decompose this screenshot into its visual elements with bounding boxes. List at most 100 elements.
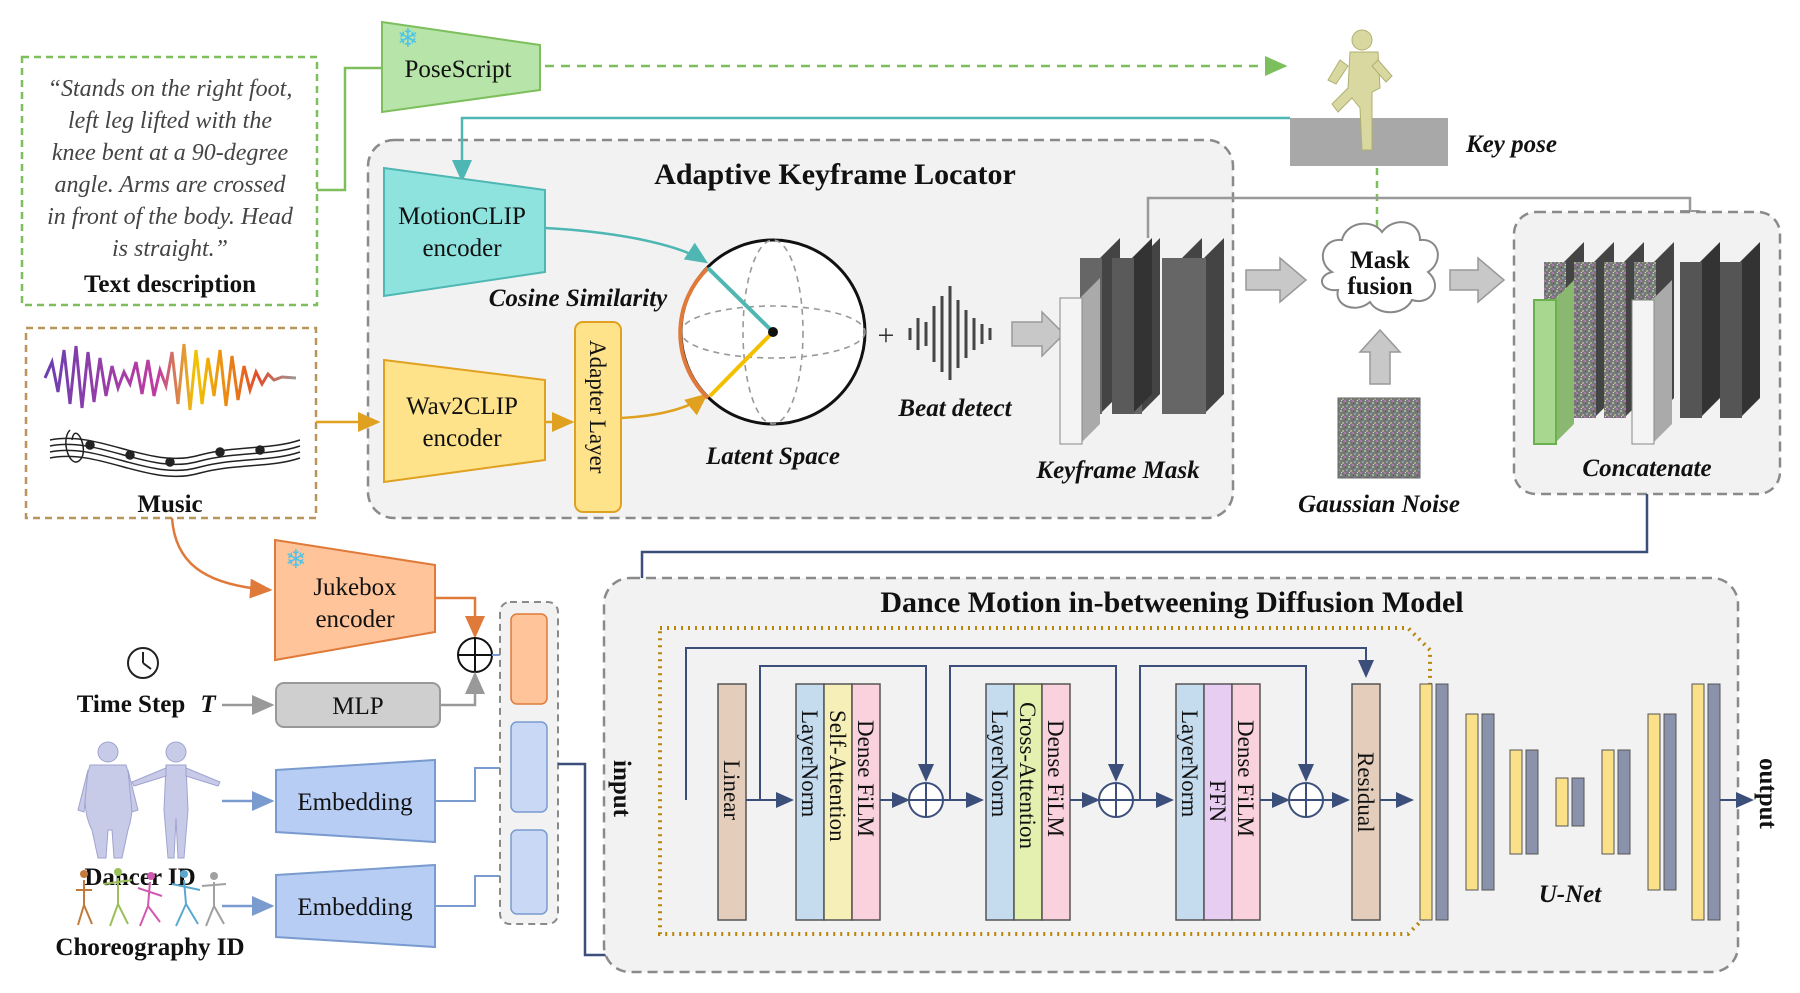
text-description-box: “Stands on the right foot, left leg lift… — [20, 55, 319, 307]
ffn-block: LayerNorm FFN Dense FiLM — [1175, 683, 1261, 921]
skip-1 — [759, 665, 934, 800]
jukebox-label-2: encoder — [315, 606, 395, 633]
block-arrow — [1449, 256, 1506, 304]
adapter-label: Adapter Layer — [585, 340, 610, 474]
jukebox-label-1: Jukebox — [313, 574, 397, 601]
block-arrow — [1245, 256, 1308, 304]
motionclip-label-2: encoder — [422, 235, 502, 262]
music-to-jukebox — [170, 517, 273, 599]
dense-film-label: Dense FiLM — [853, 720, 878, 837]
time-step-symbol: T — [200, 691, 217, 718]
embedding-block-2: Embedding — [275, 863, 436, 949]
music-notes-icon — [49, 429, 301, 478]
jukebox-encoder: ❄ Jukebox encoder — [274, 538, 436, 662]
unet: U-Net — [1419, 683, 1721, 921]
motionclip-label-1: MotionCLIP — [398, 203, 526, 230]
music-label: Music — [137, 491, 202, 518]
choreography-figures — [76, 868, 227, 927]
dancer-figures — [77, 741, 221, 859]
text-line: “Stands on the right foot, — [48, 76, 293, 102]
input-label: input — [608, 760, 635, 818]
embedding-block-1: Embedding — [275, 758, 436, 844]
embedding-2-label: Embedding — [297, 894, 413, 921]
mlp-label: MLP — [332, 693, 383, 720]
snowflake-icon: ❄ — [285, 545, 307, 574]
mask-fusion-cloud: Mask fusion — [1321, 221, 1439, 314]
sum-circle — [457, 637, 493, 673]
mlp-to-sum — [440, 671, 485, 707]
dmd-panel: Dance Motion in-betweening Diffusion Mod… — [602, 576, 1740, 974]
skip-2 — [949, 665, 1124, 800]
keyframe-mask-stack — [1059, 238, 1224, 445]
concatenate-label: Concatenate — [1582, 455, 1711, 482]
music-waveform — [43, 343, 297, 411]
jukebox-to-sum — [435, 596, 485, 639]
self-attention-block: LayerNorm Self-Attention Dense FiLM — [795, 683, 881, 921]
gaussian-noise-label: Gaussian Noise — [1298, 491, 1460, 518]
embedding2-to-stack — [435, 875, 510, 907]
condition-stack — [499, 601, 559, 925]
akl-title: Adaptive Keyframe Locator — [654, 158, 1016, 191]
dense-film-label: Dense FiLM — [1233, 720, 1258, 837]
key-pose: Key pose — [1290, 29, 1557, 255]
dmd-title: Dance Motion in-betweening Diffusion Mod… — [880, 586, 1463, 619]
motionclip-encoder: MotionCLIP encoder — [383, 166, 546, 298]
layernorm-label: LayerNorm — [1177, 710, 1202, 817]
beat-waveform — [908, 286, 992, 380]
cross-attention-label: Cross-Attention — [1015, 702, 1040, 849]
mask-fusion-label-1: Mask — [1350, 247, 1410, 274]
skip-3 — [1139, 665, 1314, 800]
plus-sign: + — [878, 319, 895, 352]
residual-label: Residual — [1353, 752, 1378, 833]
linear-label: Linear — [719, 760, 744, 820]
motionclip-to-sphere — [544, 226, 709, 264]
key-pose-label: Key pose — [1465, 131, 1557, 158]
unet-label: U-Net — [1539, 881, 1603, 908]
dotted-block-outline — [658, 626, 1432, 936]
block-arrow — [1011, 310, 1066, 358]
ffn-label: FFN — [1205, 780, 1230, 823]
beat-detect-label: Beat detect — [897, 395, 1012, 422]
add-circle — [908, 782, 944, 818]
time-step-label: Time Step — [77, 691, 186, 718]
posescript-label: PoseScript — [405, 56, 512, 83]
layernorm-label: LayerNorm — [987, 710, 1012, 817]
keyframe-mask-label: Keyframe Mask — [1035, 457, 1200, 484]
concatenate-panel: Concatenate — [1512, 210, 1782, 496]
output-label: output — [1754, 758, 1781, 830]
snowflake-icon: ❄ — [397, 24, 419, 53]
linear-block: Linear — [717, 683, 747, 921]
text-line: is straight.” — [112, 236, 228, 262]
mlp-block: MLP — [275, 682, 441, 728]
wav2clip-label-2: encoder — [422, 425, 502, 452]
add-circle — [1098, 782, 1134, 818]
embedding1-to-stack — [435, 767, 510, 802]
cross-attention-block: LayerNorm Cross-Attention Dense FiLM — [985, 683, 1071, 921]
dense-film-label: Dense FiLM — [1043, 720, 1068, 837]
mask-fusion-label-2: fusion — [1347, 273, 1412, 300]
music-box: Music — [24, 326, 318, 520]
gaussian-noise-image — [1337, 397, 1421, 479]
posescript-block: ❄ PoseScript — [317, 20, 1288, 192]
clock-icon — [127, 647, 159, 679]
cosine-similarity-label: Cosine Similarity — [489, 285, 668, 312]
wav2clip-label-1: Wav2CLIP — [406, 393, 518, 420]
self-attention-label: Self-Attention — [825, 710, 850, 842]
text-line: angle. Arms are crossed — [54, 172, 286, 198]
text-line: in front of the body. Head — [47, 204, 294, 230]
wav2clip-encoder: Wav2CLIP encoder — [383, 358, 546, 484]
adapter-to-sphere — [620, 393, 708, 420]
adapter-layer: Adapter Layer — [545, 321, 622, 513]
text-line: knee bent at a 90-degree — [52, 140, 289, 166]
block-arrow-up — [1358, 328, 1402, 385]
dancer-id-label: Dancer ID — [84, 864, 195, 891]
text-line: left leg lifted with the — [68, 108, 272, 134]
latent-space-label: Latent Space — [705, 443, 840, 470]
key-pose-figure — [1327, 29, 1393, 151]
add-circle — [1288, 782, 1324, 818]
skip-to-residual — [685, 647, 1374, 800]
embedding-1-label: Embedding — [297, 789, 413, 816]
keypose-to-motionclip-arrow — [452, 116, 1290, 183]
